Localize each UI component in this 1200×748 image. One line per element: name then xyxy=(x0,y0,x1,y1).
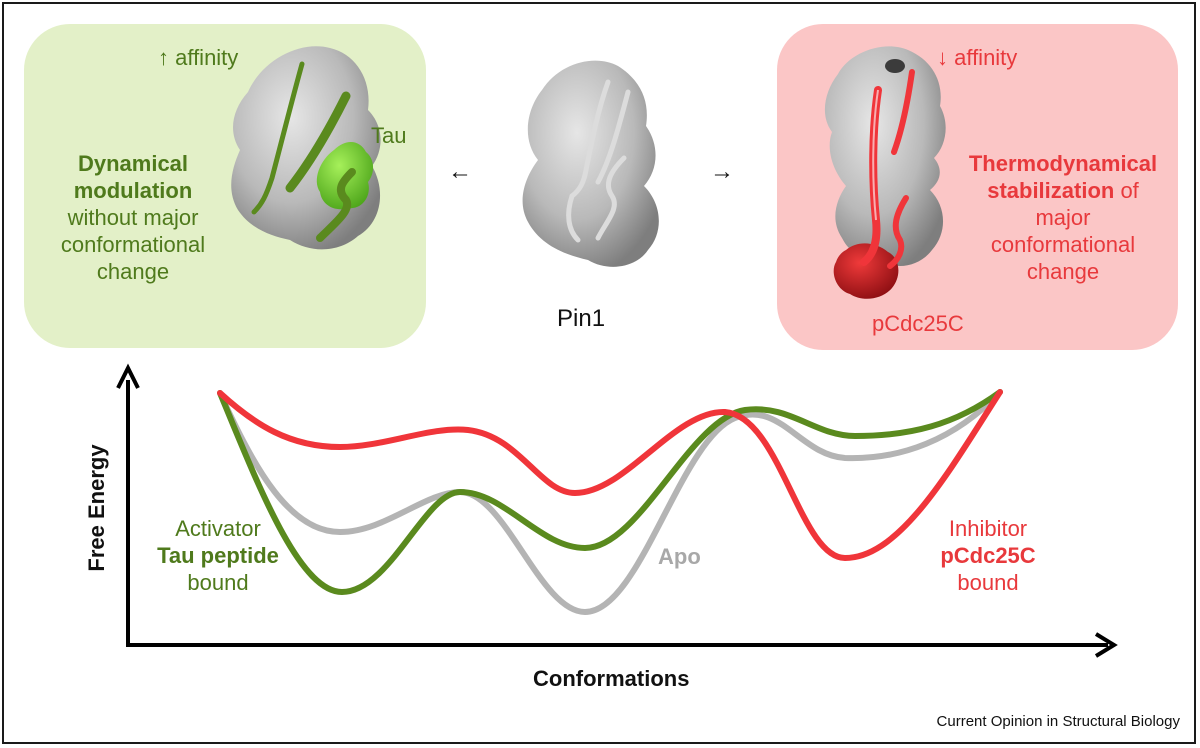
arrow-left-icon: ← xyxy=(448,158,472,185)
inhibitor-curve-label: Inhibitor pCdc25C bound xyxy=(928,515,1048,596)
pcdc25c-bound-curve xyxy=(217,389,1003,562)
y-axis-arrowhead xyxy=(116,363,140,389)
pin1-strand xyxy=(595,89,631,185)
arrow-right-icon: → xyxy=(710,158,734,185)
activator-label-line: Activator xyxy=(175,516,261,541)
inhibitor-label-line: Inhibitor xyxy=(948,516,1028,541)
mechanism-description: change xyxy=(1026,259,1100,284)
mechanism-description: major xyxy=(1035,205,1091,230)
tau-bound-curve xyxy=(217,389,1003,596)
pin1-strand xyxy=(595,155,627,241)
inhibitor-label-line: bound xyxy=(957,570,1019,595)
active-site-pocket xyxy=(885,59,905,73)
apo-curve xyxy=(217,389,1003,616)
pin1-strand xyxy=(285,91,351,193)
pcdc25c-ligand-label: pCdc25C xyxy=(872,311,964,336)
mechanism-description: without major xyxy=(67,205,199,230)
x-axis-arrowhead xyxy=(1094,632,1118,658)
pin1-strand xyxy=(569,79,611,199)
pin1-surface-right xyxy=(824,46,946,267)
pin1-strand xyxy=(251,61,305,215)
apo-curve-label: Apo xyxy=(658,544,701,569)
activator-curve-label: Activator Tau peptide bound xyxy=(150,515,286,596)
activator-mechanism-text: Dynamical modulation without major confo… xyxy=(28,150,238,285)
tau-ligand-label: Tau xyxy=(371,123,407,148)
pin1-pcdc25c-complex xyxy=(824,46,946,299)
pin1-strand xyxy=(891,69,915,155)
inhibitor-label-line: pCdc25C xyxy=(940,543,1036,568)
journal-credit: Current Opinion in Structural Biology xyxy=(936,713,1180,730)
x-axis-label: Conformations xyxy=(533,666,690,691)
increased-affinity-label: ↑ affinity xyxy=(158,45,239,70)
pin1-tau-complex xyxy=(231,46,381,250)
pcdc25c-peptide-surface xyxy=(833,243,899,299)
activator-label-line: Tau peptide xyxy=(157,543,279,568)
pin1-strand xyxy=(316,168,356,242)
pin1-label: Pin1 xyxy=(557,305,606,332)
pin1-strand xyxy=(566,193,581,243)
mechanism-heading: modulation xyxy=(73,178,193,203)
pin1-strand xyxy=(887,195,909,269)
inhibitor-mechanism-text: Thermodynamical stabilization of major c… xyxy=(954,150,1172,285)
mechanism-description: conformational xyxy=(990,232,1136,257)
mechanism-description: change xyxy=(96,259,170,284)
pin1-apo xyxy=(522,60,659,267)
mechanism-description: conformational xyxy=(60,232,206,257)
decreased-affinity-label: ↓ affinity xyxy=(937,45,1018,70)
activator-label-line: bound xyxy=(187,570,249,595)
mechanism-heading: Thermodynamical xyxy=(968,151,1158,176)
mechanism-heading-suffix: of xyxy=(1114,178,1139,203)
mechanism-heading: stabilization xyxy=(987,178,1115,203)
y-axis-label: Free Energy xyxy=(84,444,109,572)
mechanism-heading: Dynamical xyxy=(77,151,189,176)
